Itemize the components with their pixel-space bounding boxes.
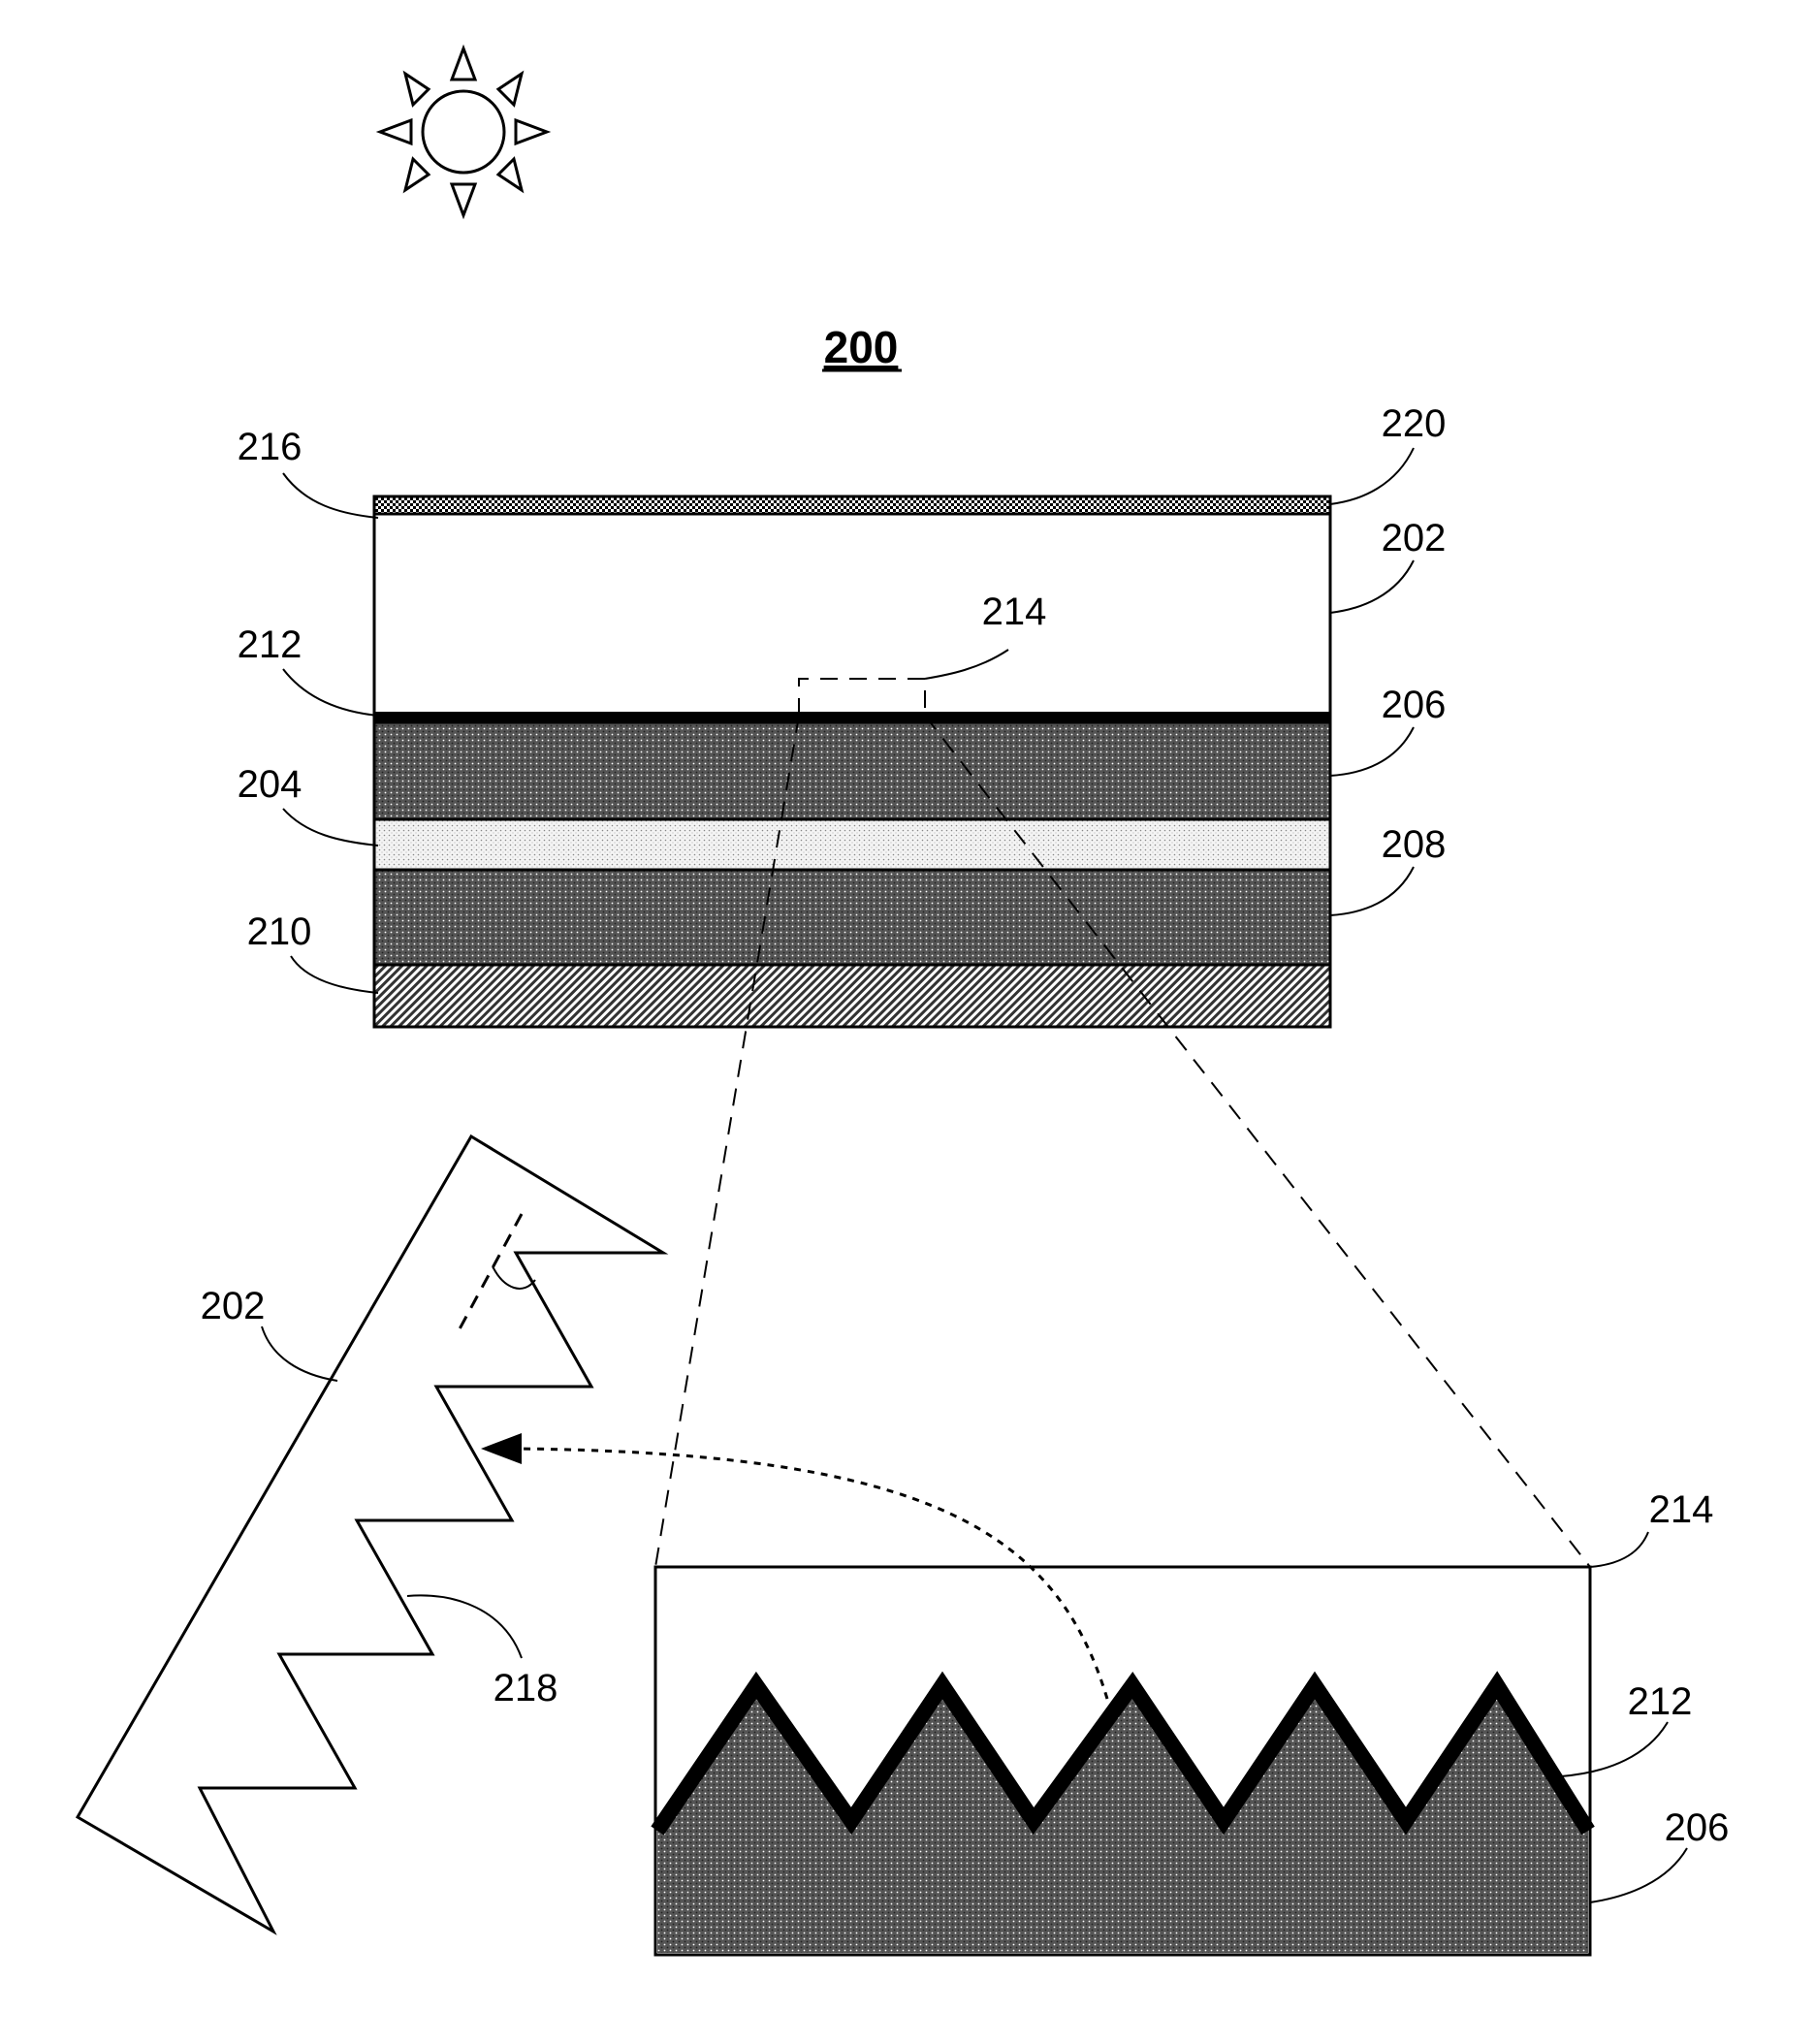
leader-220 xyxy=(1330,448,1414,504)
leader-218 xyxy=(407,1595,522,1658)
leader-202-detail xyxy=(262,1326,337,1381)
label-206-top: 206 xyxy=(1382,684,1447,726)
sawtooth-profile-202 xyxy=(78,1136,663,1932)
leader-214-detail xyxy=(1590,1532,1648,1567)
leader-208 xyxy=(1330,867,1414,915)
leader-210 xyxy=(291,956,378,993)
label-218: 218 xyxy=(494,1667,558,1709)
label-202-top: 202 xyxy=(1382,517,1447,559)
label-208: 208 xyxy=(1382,823,1447,866)
label-202-detail: 202 xyxy=(201,1285,266,1327)
label-204: 204 xyxy=(238,763,302,806)
label-214-detail: 214 xyxy=(1649,1488,1714,1531)
arrowhead xyxy=(481,1433,522,1464)
label-216: 216 xyxy=(238,426,302,468)
leader-206 xyxy=(1330,727,1414,776)
label-214-top: 214 xyxy=(982,591,1047,633)
layer-208 xyxy=(374,870,1330,965)
leader-204 xyxy=(283,809,378,846)
leader-202 xyxy=(1330,560,1414,613)
label-220: 220 xyxy=(1382,402,1447,445)
angle-reference-line xyxy=(456,1214,522,1336)
layer-220-coating xyxy=(374,496,1330,514)
sun-icon xyxy=(380,48,547,215)
figure-number: 200 xyxy=(824,322,899,372)
leader-206-detail xyxy=(1590,1848,1687,1902)
leader-216 xyxy=(283,473,378,518)
layer-204 xyxy=(374,819,1330,870)
layer-210 xyxy=(374,965,1330,1027)
detail-214-view xyxy=(655,1567,1590,1955)
layer-202-substrate xyxy=(374,514,1330,714)
label-210: 210 xyxy=(247,910,312,953)
layer-stack xyxy=(374,496,1330,1027)
layer-206 xyxy=(374,722,1330,819)
leader-212 xyxy=(283,669,378,716)
layer-212-interface xyxy=(374,712,1330,722)
label-206-detail: 206 xyxy=(1665,1806,1730,1849)
label-212-top: 212 xyxy=(238,623,302,666)
label-212-detail: 212 xyxy=(1628,1680,1693,1723)
